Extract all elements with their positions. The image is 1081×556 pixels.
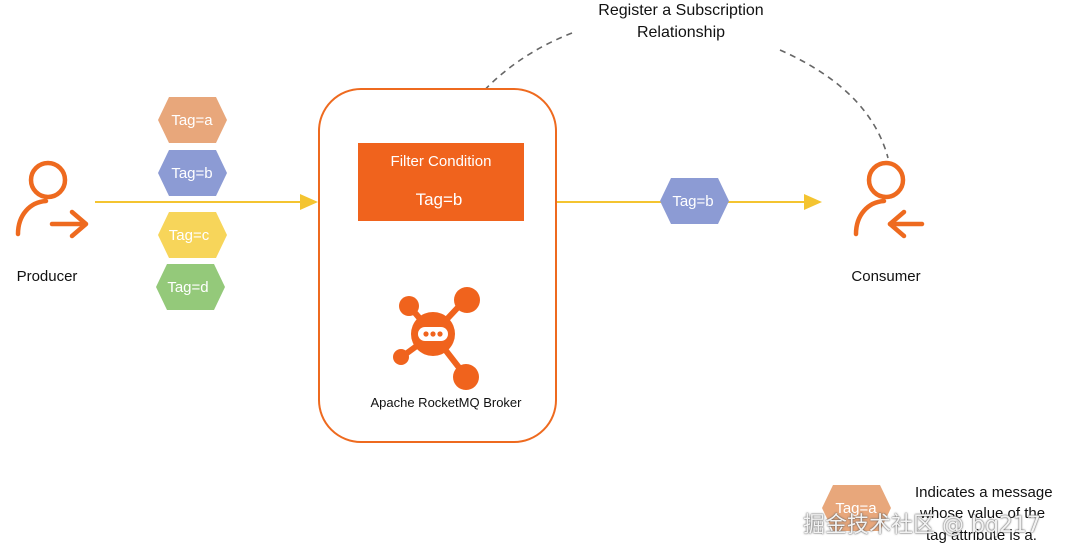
producer-tag-c: Tag=c [158,212,227,258]
producer-tag-b: Tag=b [158,150,227,196]
producer-tag-d: Tag=d [156,264,225,310]
tag-label: Tag=d [167,279,208,296]
watermark: 掘金技术社区 @ bq217 [803,513,1041,538]
consumer-label: Consumer [851,268,920,285]
tag-label: Tag=a [835,500,877,517]
consumer-tag-b: Tag=b [660,178,729,224]
legend-text-line2: whose value of the [919,505,1045,522]
subscription-label-line1: Register a Subscription [598,2,763,19]
legend-tag: Tag=a [822,485,891,531]
subscription-dashed-line [779,49,889,159]
subscription-label-line2: Relationship [637,24,725,41]
consumer-icon [853,160,925,239]
producer-label: Producer [17,268,78,285]
tag-label: Tag=b [171,165,212,182]
filter-title: Filter Condition [391,153,492,170]
broker-container [318,88,557,443]
producer-tag-a: Tag=a [158,97,227,143]
tag-label: Tag=a [171,112,213,129]
broker-name: Apache RocketMQ Broker [370,395,522,410]
filter-condition-box [358,143,524,221]
tag-label: Tag=c [169,227,210,244]
rocketmq-logo-icon [393,287,480,390]
producer-icon [15,160,89,239]
legend-text-line3: tag attribute is a. [926,527,1037,544]
filter-value: Tag=b [416,190,463,209]
legend-text-line1: Indicates a message [915,484,1053,501]
tag-label: Tag=b [672,193,713,210]
